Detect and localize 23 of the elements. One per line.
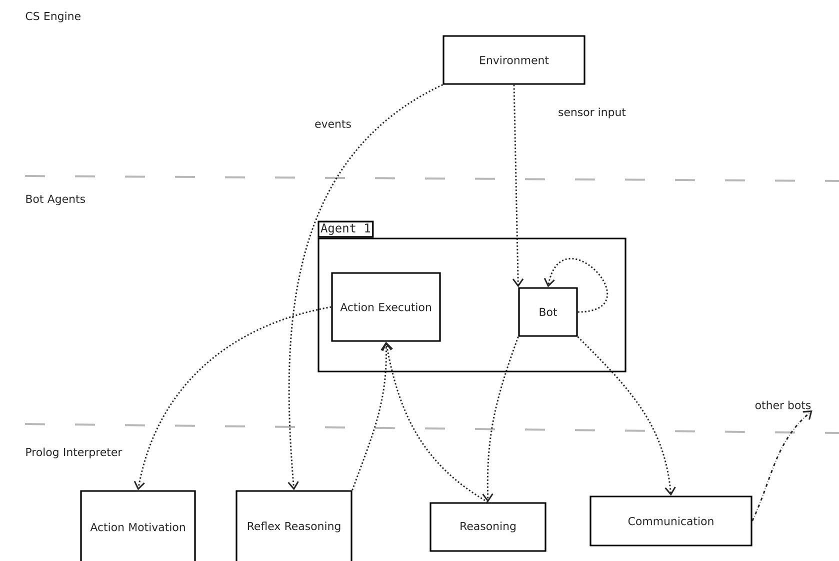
arrow <box>752 410 812 522</box>
section-label: Prolog Interpreter <box>26 448 122 458</box>
arrow <box>544 258 608 313</box>
process-box: Bot <box>518 287 578 337</box>
process-box: Communication <box>590 496 752 546</box>
arrow <box>288 84 444 490</box>
process-box: Reasoning <box>430 502 546 552</box>
section-label: Bot Agents <box>26 194 85 206</box>
arrow <box>577 336 676 496</box>
arrow <box>134 306 332 490</box>
process-box: Environment <box>442 35 586 85</box>
edge-label: events <box>314 119 352 129</box>
node-label: Agent 1 <box>320 224 370 235</box>
process-box: Action Execution <box>331 272 441 342</box>
edge-label: sensor input <box>557 106 627 120</box>
process-box: Action Motivation <box>80 490 196 561</box>
arrow <box>482 336 519 502</box>
arrow <box>382 342 488 503</box>
section-label: CS Engine <box>26 12 80 22</box>
note-text: other bots <box>755 400 811 410</box>
arrow <box>352 342 392 490</box>
process-box: Reflex Reasoning <box>236 490 352 561</box>
arrow <box>512 84 524 288</box>
